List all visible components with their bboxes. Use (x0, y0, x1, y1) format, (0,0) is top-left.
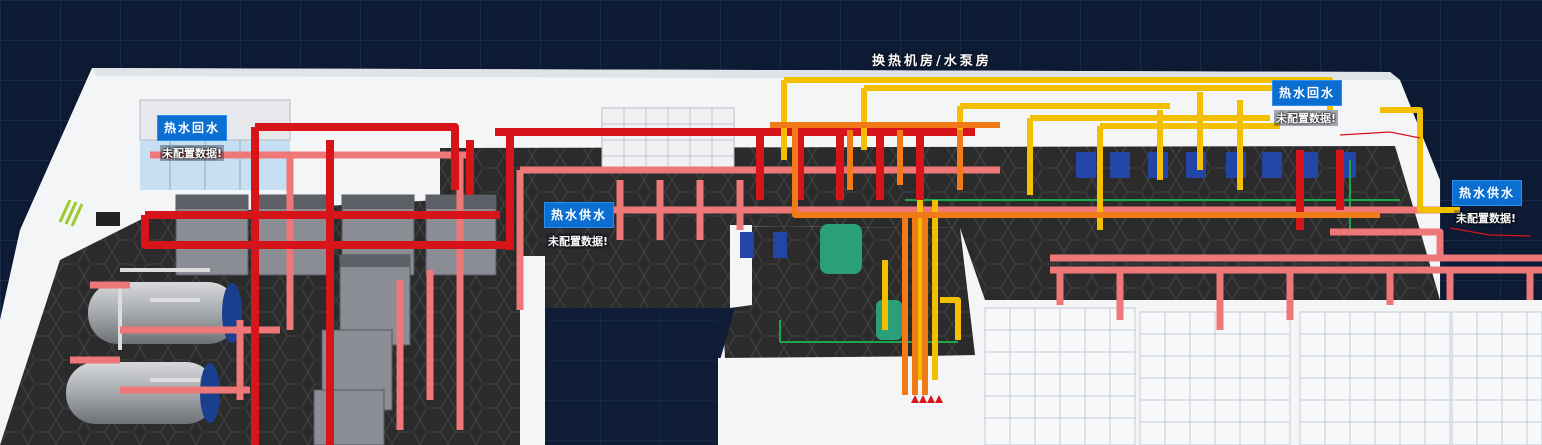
pipes-green (779, 160, 1400, 343)
flow-arrows (911, 395, 943, 403)
status-hot-water-supply-mid: 未配置数据! (546, 233, 611, 249)
water-tanks-right (984, 307, 1542, 445)
room-title: 换热机房/水泵房 (872, 54, 992, 69)
status-hot-water-return-left: 未配置数据! (160, 145, 225, 161)
pipes-orange (770, 122, 1380, 395)
thin-red-lines (1339, 131, 1531, 237)
water-tank-top (601, 107, 735, 173)
label-hot-water-return-right[interactable]: 热水回水 (1272, 80, 1343, 106)
label-hot-water-supply-right[interactable]: 热水供水 (1452, 180, 1523, 206)
unit-tops (176, 195, 496, 267)
pipes-red (141, 123, 1344, 445)
status-hot-water-return-right: 未配置数据! (1274, 110, 1339, 126)
label-hot-water-return-left[interactable]: 热水回水 (157, 115, 228, 141)
label-hot-water-supply-mid[interactable]: 热水供水 (544, 202, 615, 228)
status-hot-water-supply-right: 未配置数据! (1454, 210, 1519, 226)
